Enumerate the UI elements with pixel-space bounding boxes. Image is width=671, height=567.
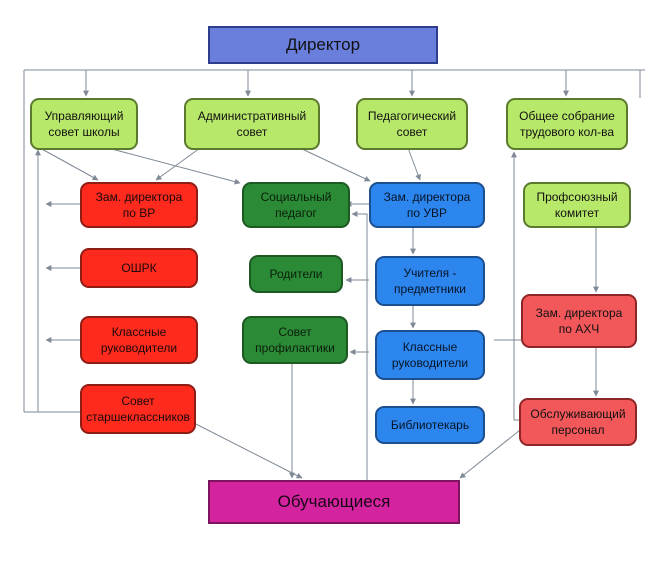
social-teacher-box: Социальный педагог bbox=[242, 182, 350, 228]
arrow-service-to-students bbox=[459, 429, 521, 479]
arrow-gov-to-social bbox=[107, 147, 241, 185]
arrow-senior-to-students bbox=[187, 419, 303, 479]
deputy-vr-box: Зам. директора по ВР bbox=[80, 182, 198, 228]
arrow-ped-to-deputy-uvr bbox=[407, 147, 421, 181]
director-box: Директор bbox=[208, 26, 438, 64]
librarian-box: Библиотекарь bbox=[375, 406, 485, 444]
service-staff-box: Обслуживающий персонал bbox=[519, 398, 637, 446]
class-teachers-left-box: Классные руководители bbox=[80, 316, 198, 364]
union-committee-box: Профсоюзный комитет bbox=[523, 182, 631, 228]
arrow-admin-to-deputy-uvr bbox=[299, 147, 371, 182]
arrow-admin-to-deputy-vr bbox=[155, 147, 201, 181]
prevention-council-box: Совет профилактики bbox=[242, 316, 348, 364]
senior-council-box: Совет старшеклассников bbox=[80, 384, 196, 434]
general-meeting-box: Общее собрание трудового кол-ва bbox=[506, 98, 628, 150]
arrow-gov-to-deputy-vr bbox=[39, 147, 99, 181]
admin-council-box: Административный совет bbox=[184, 98, 320, 150]
uvr-to-students-line bbox=[351, 211, 368, 480]
subject-teachers-box: Учителя - предметники bbox=[375, 256, 485, 306]
class-teachers-right-box: Классные руководители bbox=[375, 330, 485, 380]
governing-council-box: Управляющий совет школы bbox=[30, 98, 138, 150]
ped-council-box: Педагогический совет bbox=[356, 98, 468, 150]
oshrk-box: ОШРК bbox=[80, 248, 198, 288]
service-to-general-line bbox=[511, 151, 519, 421]
deputy-uvr-box: Зам. директора по УВР bbox=[369, 182, 485, 228]
parents-box: Родители bbox=[249, 255, 343, 293]
deputy-ahch-box: Зам. директора по АХЧ bbox=[521, 294, 637, 348]
students-box: Обучающиеся bbox=[208, 480, 460, 524]
